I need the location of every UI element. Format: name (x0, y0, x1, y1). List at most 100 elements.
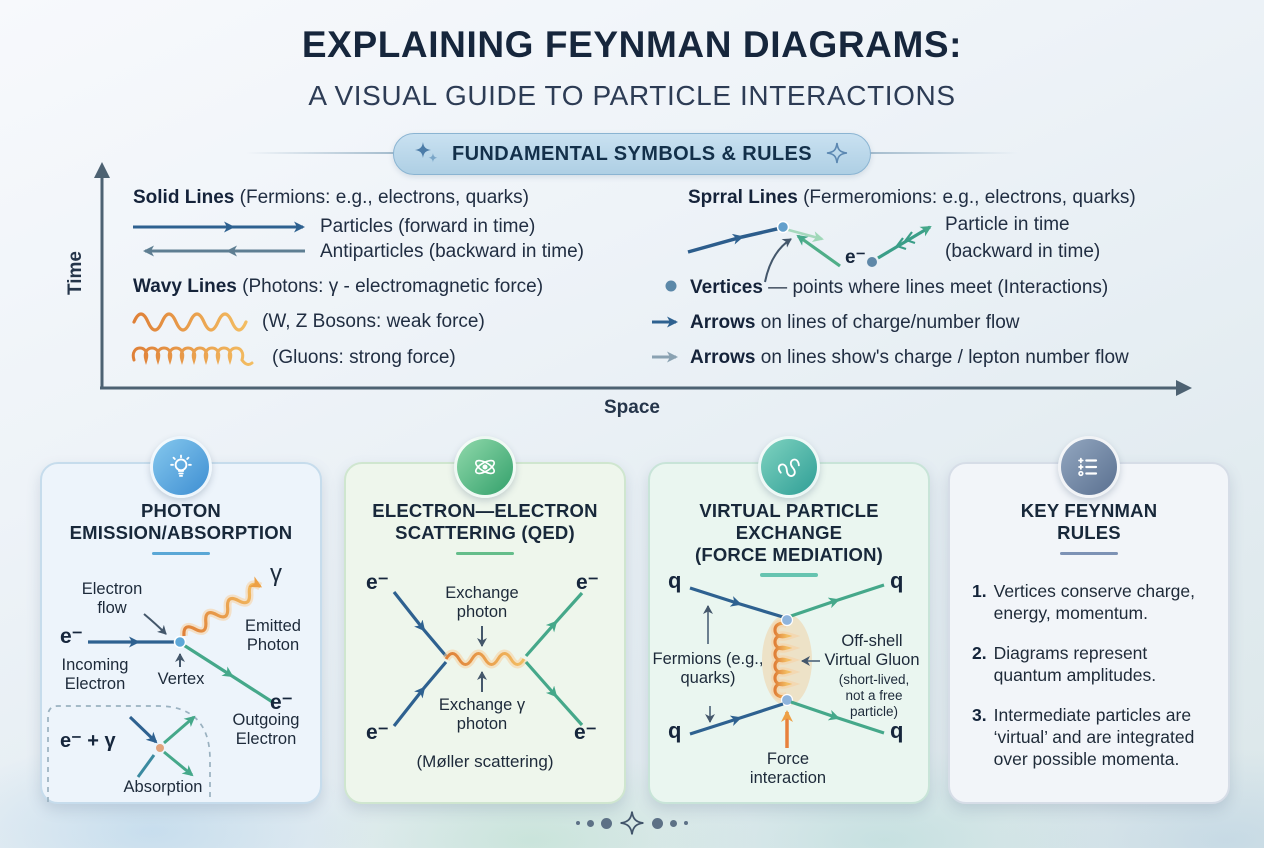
card-title-line1: PHOTON (140, 500, 221, 521)
quark-out-top-line (790, 583, 885, 618)
outgoing-electron-symbol: e⁻ (270, 691, 293, 714)
virtual-exchange-diagram (689, 583, 885, 748)
outgoing-electron-label: Outgoing Electron (232, 711, 300, 749)
page-subtitle: A VISUAL GUIDE TO PARTICLE INTERACTIONS (308, 80, 956, 111)
card-title: KEY FEYNMAN RULES (950, 500, 1228, 544)
incoming-electron-symbol: e⁻ (60, 625, 83, 648)
scattering-diagram (392, 591, 584, 727)
incoming-electron-label: Incoming Electron (61, 656, 129, 694)
gluons-label: (Gluons: strong force) (272, 347, 456, 368)
absorption-label: Absorption (123, 778, 203, 796)
rule-number: 2. (972, 642, 987, 663)
electron-out-top-line (524, 591, 584, 658)
title-underline (760, 573, 818, 577)
offshell-note: (short-lived, not a free particle) (838, 672, 910, 719)
particle-time-label-1: Particle in time (945, 214, 1070, 235)
virtual-gluon-coil (773, 621, 793, 699)
wavy-lines-desc: (Photons: γ - electromagnetic force) (236, 276, 544, 297)
quark-in-bottom-line (689, 702, 784, 736)
emitted-photon-wavy (179, 576, 263, 637)
exchange-photon-label: Exchange photon (445, 584, 519, 622)
ornament-diamond-icon (620, 811, 644, 835)
photon-diagram (47, 576, 275, 802)
rule-number: 3. (972, 704, 987, 725)
arrows-term-2: Arrows (690, 347, 756, 368)
arrows-desc-2: on lines show's charge / lepton number f… (755, 347, 1129, 368)
card-photon-emission: PHOTON EMISSION/ABSORPTION Electron flow… (40, 436, 322, 804)
section-badge: FUNDAMENTAL SYMBOLS & RULES (392, 133, 872, 175)
ornament-dot (684, 821, 688, 825)
particles-label: Particles (forward in time) (320, 216, 536, 237)
card-title-line2: EXCHANGE (735, 521, 843, 543)
absorption-box (47, 705, 211, 802)
wavy-lines-heading: Wavy Lines (Photons: γ - electromagnetic… (133, 275, 543, 299)
quark-symbol-tl: q (668, 568, 682, 593)
quark-out-bottom-line (790, 700, 885, 735)
electron-symbol-bl: e⁻ (366, 721, 389, 744)
sparkle-outline-icon (826, 142, 848, 164)
absorption-equation: e⁻ + γ (60, 730, 116, 752)
page-title: EXPLAINING FEYNMAN DIAGRAMS: (301, 24, 963, 65)
gluon-coil-icon (758, 436, 820, 498)
electron-symbol-tr: e⁻ (576, 571, 599, 594)
electron-in-top-line (392, 591, 448, 658)
card-title: PHOTON EMISSION/ABSORPTION (42, 500, 320, 544)
badge-divider-left (246, 152, 404, 154)
card-title-line1: VIRTUAL PARTICLE (699, 500, 879, 521)
quark-symbol-tr: q (890, 568, 904, 593)
electron-symbol: e⁻ (845, 247, 866, 268)
rule-item-2: 2. Diagrams represent quantum amplitudes… (972, 642, 1210, 687)
spiral-lines-desc: (Fermeromions: e.g., electrons, quarks) (797, 187, 1136, 208)
offshell-line2: Virtual Gluon (824, 651, 920, 670)
quark-in-top-line (689, 586, 784, 619)
vertices-row: Vertices — points where lines meet (Inte… (690, 276, 1108, 300)
title-underline (152, 551, 210, 556)
y-axis-label: Time (65, 251, 86, 296)
vertex-dot (173, 635, 187, 649)
card-electron-scattering: ELECTRON—ELECTRON SCATTERING (QED) e⁻ e⁻… (344, 436, 626, 804)
title-underline (456, 551, 514, 556)
vertex-dot-2 (867, 257, 877, 267)
card-title-line2: SCATTERING (QED) (395, 521, 575, 543)
exchange-gamma-photon-label: Exchange γ photon (438, 696, 526, 734)
arrows-lepton-row: Arrows on lines show's charge / lepton n… (690, 346, 1129, 370)
ornament-dot (670, 819, 677, 827)
emitted-photon-label: Emitted Photon (245, 617, 301, 655)
card-title: VIRTUAL PARTICLE EXCHANGE (FORCE MEDIATI… (650, 500, 928, 565)
rule-item-1: 1. Vertices conserve charge, energy, mom… (972, 580, 1210, 625)
vertices-bullet (665, 280, 677, 292)
arrows-desc-1: on lines of charge/number flow (755, 312, 1020, 333)
footer-ornament (0, 810, 1264, 836)
electron-in-bottom-line (392, 660, 448, 727)
absorption-cross-diagram (128, 715, 196, 778)
gluon-coil-line (131, 346, 254, 366)
badge-divider-right (860, 152, 1018, 154)
solid-lines-heading: Solid Lines (Fermions: e.g., electrons, … (133, 186, 529, 210)
electron-flow-label: Electron flow (81, 580, 143, 618)
electron-flow-pointer (143, 613, 167, 635)
card-title: ELECTRON—ELECTRON SCATTERING (QED) (346, 500, 624, 544)
particle-time-label-2: (backward in time) (945, 241, 1101, 262)
card-key-rules: KEY FEYNMAN RULES 1. Vertices conserve c… (948, 436, 1230, 804)
electron-out-bottom-line (524, 660, 584, 727)
ornament-dot (576, 821, 580, 825)
lightbulb-icon (150, 436, 212, 498)
rule-number: 1. (972, 581, 987, 601)
ornament-dot (601, 817, 612, 829)
solid-lines-desc: (Fermions: e.g., electrons, quarks) (234, 187, 529, 208)
rule-text: Intermediate particles are ‘virtual’ and… (993, 704, 1195, 770)
vertex-label: Vertex (157, 670, 205, 688)
card-title-line2: EMISSION/ABSORPTION (69, 521, 293, 543)
vertices-desc: — points where lines meet (Interactions) (762, 277, 1109, 298)
spiral-lines-heading: Sprral Lines (Fermeromions: e.g., electr… (688, 186, 1136, 210)
wavy-lines-term: Wavy Lines (133, 276, 237, 297)
atom-icon (454, 436, 516, 498)
offshell-gluon-label: Off-shell Virtual Gluon (822, 632, 922, 671)
ornament-dot (652, 817, 663, 829)
antiparticles-label: Antiparticles (backward in time) (320, 241, 584, 262)
card-title-line2: RULES (1057, 521, 1121, 543)
rule-text: Diagrams represent quantum amplitudes. (993, 642, 1157, 686)
electron-symbol-br: e⁻ (574, 721, 597, 744)
card-title-line1: ELECTRON—ELECTRON (372, 500, 598, 521)
